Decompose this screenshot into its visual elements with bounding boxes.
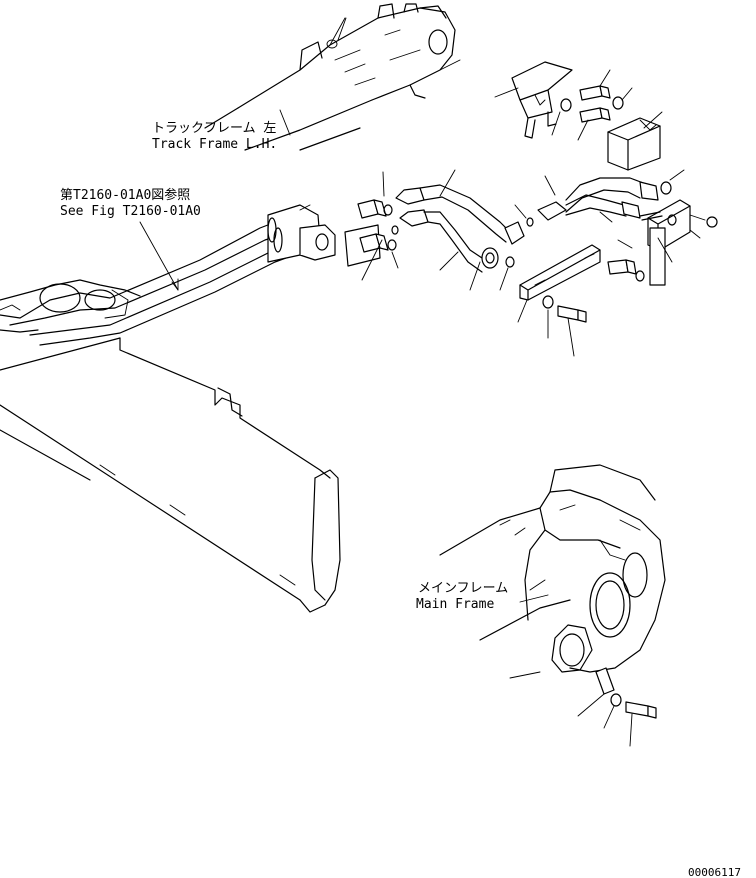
- tube-upper: [395, 169, 525, 245]
- adapter-block: [344, 171, 389, 281]
- bolt-washer-right: [607, 169, 685, 282]
- o-rings-center: [383, 204, 399, 269]
- tube-lower: [399, 209, 499, 291]
- blade: [0, 337, 341, 613]
- track-frame-left: [204, 3, 461, 151]
- track-frame-label-jp: トラックフレーム 左: [152, 121, 276, 136]
- see-fig-label-en: See Fig T2160-01A0: [60, 204, 201, 219]
- main-frame: [439, 464, 666, 673]
- bolt-upper-pair: [577, 69, 633, 141]
- see-fig-label-jp: 第T2160-01A0図参照: [60, 187, 190, 203]
- bolt-washer-center: [542, 295, 587, 357]
- cover-bracket-left: [494, 61, 573, 139]
- hose-assembly-left: [0, 204, 336, 346]
- o-rings-right: [499, 204, 534, 291]
- see-fig-leader: [139, 221, 179, 291]
- main-frame-label-jp: メインフレーム: [418, 581, 508, 596]
- leader-lines: [279, 17, 347, 136]
- main-frame-bracket: [509, 667, 657, 747]
- main-frame-label-en: Main Frame: [416, 597, 494, 612]
- track-frame-label-en: Track Frame L.H.: [152, 137, 277, 152]
- cover-bracket-right: [607, 111, 663, 171]
- clamp-bar: [517, 244, 601, 323]
- drawing-number: 00006117: [688, 866, 741, 878]
- tube-right-elbow: [537, 175, 659, 223]
